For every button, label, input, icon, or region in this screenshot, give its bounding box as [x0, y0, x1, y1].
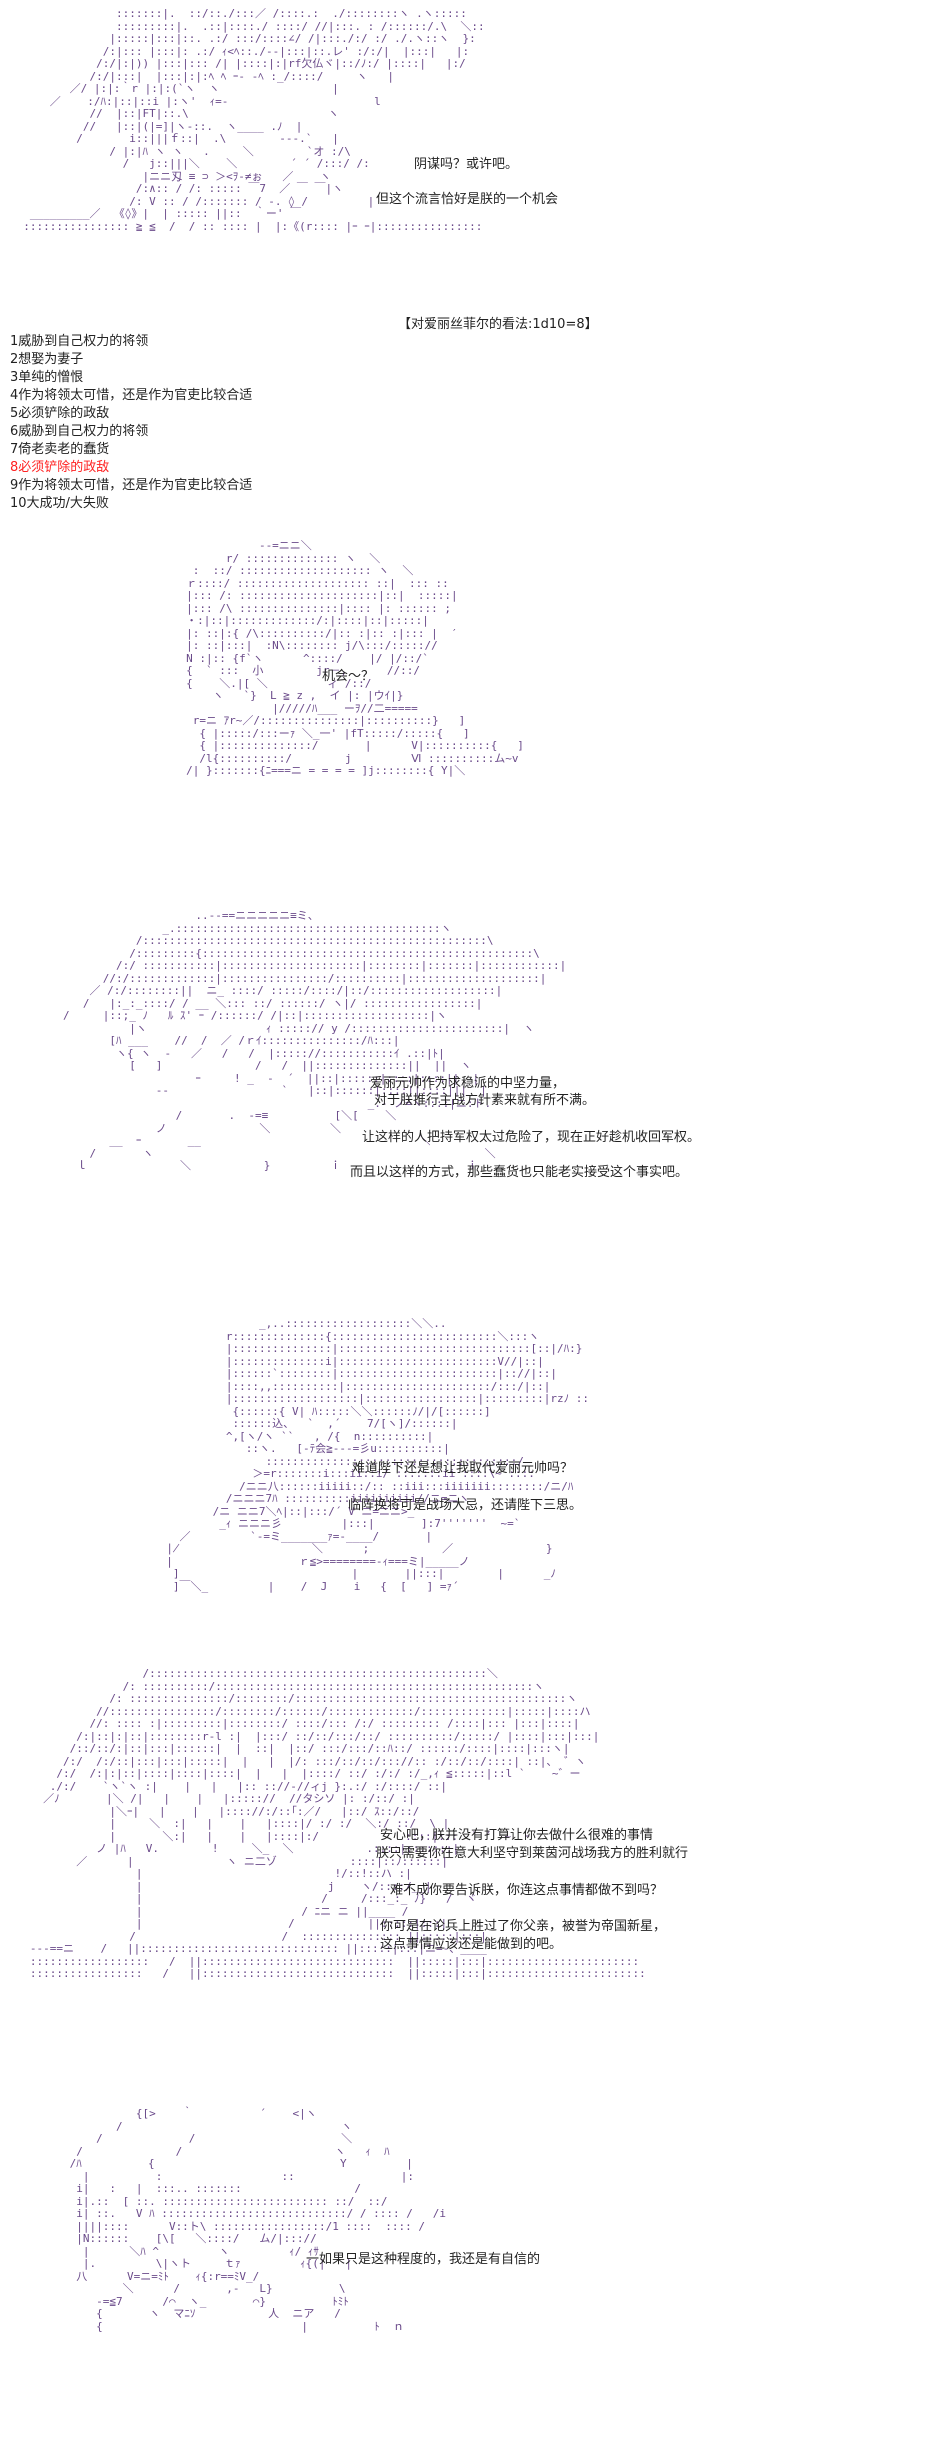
ascii-art-officer-bowing: _,..:::::::::::::::::::＼＼.. r:::::::::::…	[166, 1317, 589, 1593]
list-item-highlighted: 8必须铲除的政敌	[10, 460, 110, 475]
list-item: 3单纯的憎恨	[10, 370, 84, 385]
dialogue-line: 临阵换将可是战场大忌，还请陛下三思。	[348, 1498, 583, 1513]
roll-options-list: 1威胁到自己权力的将领 2想娶为妻子 3单纯的憎恨 4作为将领太可惜，还是作为官…	[10, 333, 252, 513]
dialogue-line: 你可是在论兵上胜过了你父亲，被誉为帝国新星，	[380, 1919, 667, 1934]
list-item: 5必须铲除的政敌	[10, 406, 110, 421]
dialogue-line: 机会～？	[322, 669, 375, 684]
dialogue-line: 一如果只是这种程度的，我还是有自信的	[306, 2252, 541, 2267]
ascii-art-emperor-seated: /:::::::::::::::::::::::::::::::::::::::…	[29, 1667, 646, 1980]
dialogue-line: 对于朕推行主战方针素来就有所不满。	[374, 1093, 596, 1108]
ascii-art-emperor-cloak: ..-‐==ニニニニニ≡ミ、 _.:::::::::::::::::::::::…	[62, 909, 567, 1172]
ascii-art-officer-confident: {[> ｀ ´ <|ヽ / ヽ / / ＼ / / ヽ ｨ ﾊ /ﾊ	[69, 2107, 446, 2333]
list-item: 7倚老卖老的蠢货	[10, 442, 110, 457]
dialogue-line: 而且以这样的方式，那些蠢货也只能老实接受这个事实吧。	[350, 1165, 689, 1180]
list-item: 1威胁到自己权力的将领	[10, 334, 149, 349]
dialogue-line: 难不成你要告诉朕，你连这点事情都做不到吗？	[390, 1883, 664, 1898]
dialogue-line: 安心吧，朕并没有打算让你去做什么很难的事情	[380, 1828, 654, 1843]
dialogue-line: 阴谋吗？或许吧。	[414, 157, 519, 172]
list-item: 4作为将领太可惜，还是作为官吏比较合适	[10, 388, 253, 403]
list-item: 6威胁到自己权力的将领	[10, 424, 149, 439]
dialogue-line: 这点事情应该还是能做到的吧。	[380, 1937, 563, 1952]
ascii-art-emperor: :::::::|. ::/::./:::／ /::::.: ./::::::::…	[23, 7, 485, 233]
ascii-art-officer-portrait: --=ニニ＼ r/ :::::::::::::: ヽ ＼ : ::/ :::::…	[186, 539, 524, 777]
list-item: 2想娶为妻子	[10, 352, 84, 367]
dialogue-line: 朕只需要你在意大利坚守到莱茵河战场我方的胜利就行	[376, 1846, 689, 1861]
list-item: 10大成功/大失败	[10, 496, 109, 511]
dice-roll-label: 【对爱丽丝菲尔的看法:1d10=8】	[398, 317, 598, 332]
dialogue-line: 难道陛下还是想让我取代爱丽元帅吗？	[352, 1461, 574, 1476]
dialogue-line: 爱丽元帅作为求稳派的中坚力量，	[370, 1076, 566, 1091]
list-item: 9作为将领太可惜，还是作为官吏比较合适	[10, 478, 253, 493]
dialogue-line: 让这样的人把持军权太过危险了，现在正好趁机收回军权。	[362, 1130, 701, 1145]
dialogue-line: 但这个流言恰好是朕的一个机会	[376, 192, 559, 207]
